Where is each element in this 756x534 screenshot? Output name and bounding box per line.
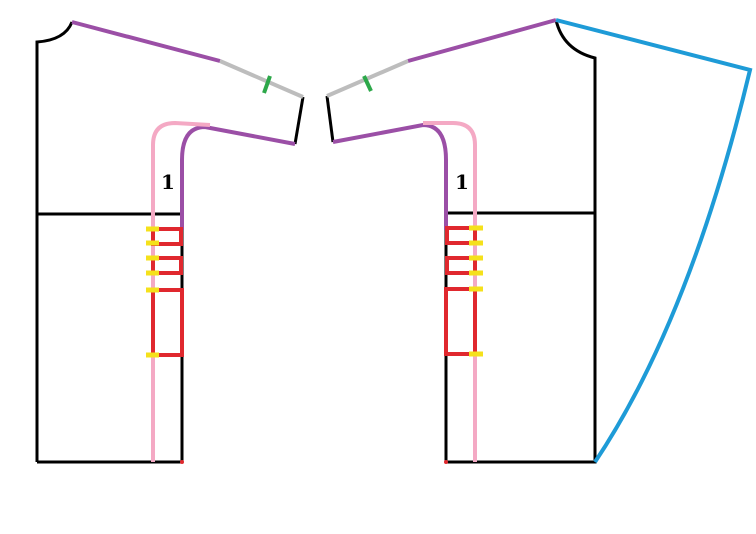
right-neckline-purple-seam: [332, 122, 448, 230]
left-buttonhole-2: [151, 256, 183, 275]
right-hem-extension-outline: [555, 18, 753, 464]
right-buttonhole-2: [445, 256, 477, 275]
left-neckline-purple-seam: [180, 124, 296, 230]
right-buttonhole-1: [445, 226, 477, 245]
left-button-marks: [146, 226, 159, 358]
right-hem-corner-mark: [444, 460, 448, 464]
left-shoulder-notch: [262, 75, 272, 94]
right-pocket-rect: [444, 287, 477, 356]
right-buttonholes: [444, 226, 477, 356]
left-shoulder-purple-seam: [71, 20, 221, 63]
left-shoulder-gray-seam: [219, 59, 304, 99]
left-piece-number: 1: [161, 170, 175, 194]
left-pocket-rect: [151, 288, 184, 357]
left-buttonhole-1: [151, 227, 183, 246]
right-placket-line: [423, 121, 477, 462]
right-shoulder-notch: [362, 75, 373, 92]
left-front-piece: 1: [35, 20, 305, 464]
left-hem-corner-mark: [180, 460, 184, 464]
left-buttonholes: [151, 227, 184, 357]
right-shoulder-purple-seam: [407, 18, 557, 63]
right-front-piece: 1: [325, 18, 753, 464]
left-placket-line: [151, 120, 211, 462]
right-piece-number: 1: [455, 170, 469, 194]
right-shoulder-armhole-edge: [325, 95, 335, 143]
right-button-marks: [469, 225, 483, 357]
left-shoulder-armhole-edge: [293, 96, 305, 145]
right-piece-outline: [444, 19, 597, 464]
right-shoulder-gray-seam: [326, 59, 409, 98]
